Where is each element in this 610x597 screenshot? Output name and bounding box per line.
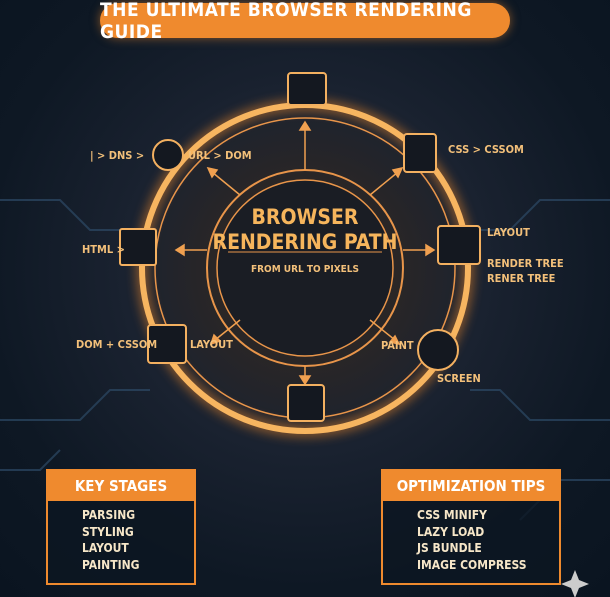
list-item: LAZY LOAD: [417, 524, 485, 539]
list-item: JS BUNDLE: [417, 541, 482, 555]
label-rener-tree: RENER TREE: [487, 272, 556, 285]
gear-icon: [152, 139, 184, 171]
center-line2: RENDERING PATH: [212, 230, 398, 254]
key-stages-header: KEY STAGES: [48, 471, 194, 501]
label-css-cssom: CSS > CSSOM: [448, 143, 524, 156]
label-dom-cssom: DOM + CSSOM: [76, 338, 158, 351]
list-item: LAYOUT: [82, 541, 129, 555]
arrows: [174, 120, 436, 386]
css-document-icon: [403, 133, 437, 173]
label-url-dom: URL > DOM: [188, 149, 252, 162]
label-dns: | > DNS >: [90, 149, 145, 162]
paint-document-icon: [287, 384, 325, 422]
key-stages-panel: KEY STAGES PARSING STYLING LAYOUT PAINTI…: [46, 469, 196, 585]
label-render-tree: RENDER TREE: [487, 257, 564, 270]
layout-icon: [437, 225, 481, 265]
html-parser-icon: [119, 228, 157, 266]
list-item: CSS MINIFY: [417, 508, 487, 522]
screen-icon: [417, 329, 459, 371]
list-item: PAINTING: [82, 557, 140, 572]
center-disc: [216, 179, 394, 357]
label-layout-right: LAYOUT: [487, 226, 530, 239]
list-item: IMAGE COMPRESS: [417, 557, 527, 572]
center-subtitle: FROM URL TO PIXELS: [250, 264, 360, 275]
list-item: STYLING: [82, 524, 134, 539]
sparkle-icon: [561, 570, 589, 597]
label-html: HTML >: [82, 243, 125, 256]
label-paint: PAINT: [381, 339, 414, 352]
dom-document-icon: [147, 324, 187, 364]
optimization-header: OPTIMIZATION TIPS: [383, 471, 559, 501]
label-layout-left: LAYOUT: [190, 338, 233, 351]
optimization-panel: OPTIMIZATION TIPS CSS MINIFY LAZY LOAD J…: [381, 469, 561, 585]
page-title: THE ULTIMATE BROWSER RENDERING GUIDE: [100, 0, 510, 43]
list-item: PARSING: [82, 508, 136, 522]
monitor-icon: [287, 72, 327, 106]
label-screen: SCREEN: [437, 372, 481, 385]
center-line1: BROWSER: [251, 205, 359, 229]
